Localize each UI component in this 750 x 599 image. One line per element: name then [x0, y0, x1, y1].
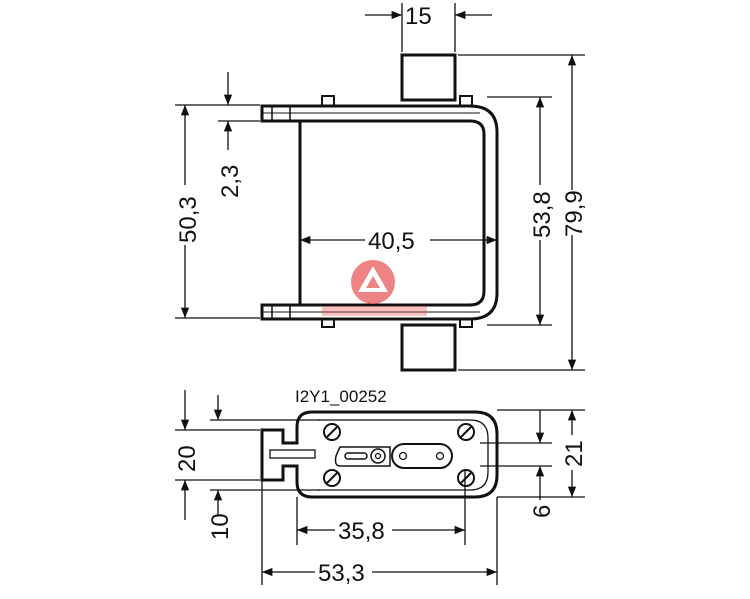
dim-15: 15: [405, 3, 432, 30]
top-blade: [400, 53, 457, 102]
fuse-body: [260, 104, 499, 321]
side-dimension-lines: [175, 390, 585, 585]
screw-icon: [323, 469, 341, 487]
top-view: [260, 53, 499, 372]
screw-icon: [457, 469, 475, 487]
side-view: [260, 410, 499, 499]
dim-21: 21: [561, 440, 588, 467]
dim-79-9: 79,9: [561, 190, 588, 237]
dim-53-3: 53,3: [318, 560, 365, 587]
dim-10: 10: [207, 513, 234, 540]
screw-icon: [323, 423, 341, 441]
top-dimension-lines: [175, 3, 585, 371]
dim-2-3: 2,3: [217, 165, 244, 198]
dim-50-3: 50,3: [175, 196, 202, 243]
bottom-blade: [400, 323, 457, 372]
watermark-logo: [322, 260, 427, 316]
dim-53-8: 53,8: [529, 191, 556, 238]
dim-35-8: 35,8: [338, 518, 385, 545]
dim-20: 20: [174, 445, 201, 472]
dim-6: 6: [529, 505, 556, 518]
screw-icon: [457, 423, 475, 441]
dim-40-5: 40,5: [368, 228, 415, 255]
drawing-label: I2Y1_00252: [295, 387, 387, 406]
